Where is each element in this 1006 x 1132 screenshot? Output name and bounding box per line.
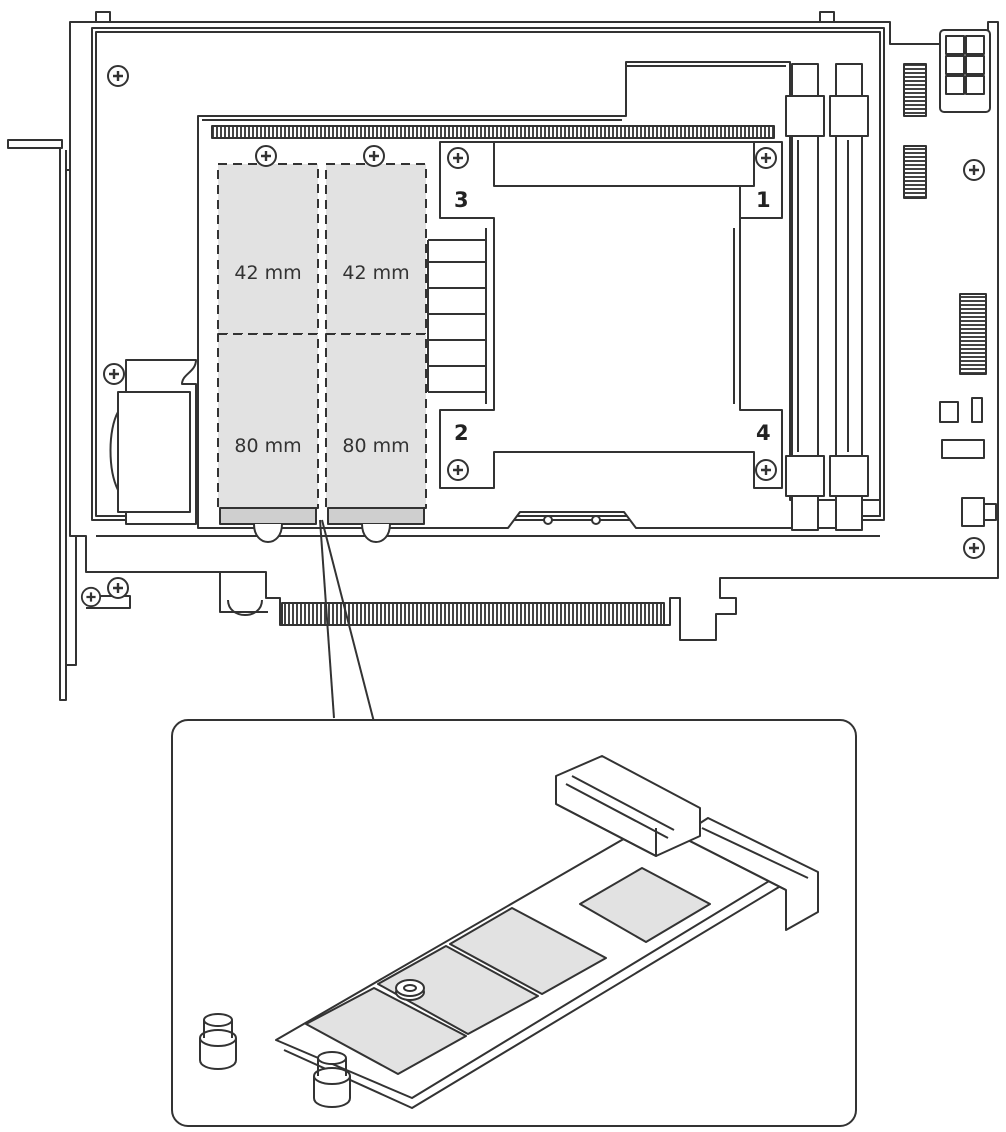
screw-icon xyxy=(395,979,425,1001)
standoff-icon xyxy=(313,1051,351,1108)
screw-icon xyxy=(962,536,986,560)
callout-lines xyxy=(319,519,375,723)
drive-bay xyxy=(427,141,783,489)
screw-icon xyxy=(962,158,986,182)
heatsink-fins xyxy=(427,239,486,393)
screw-icon xyxy=(106,576,130,600)
right-connectors xyxy=(785,63,869,531)
screw-icon xyxy=(80,586,102,608)
screw-icon xyxy=(254,144,278,168)
screw-icon xyxy=(106,64,130,88)
top-connector-strip xyxy=(211,125,775,139)
slot-80mm-right xyxy=(325,333,427,509)
standoff-icon xyxy=(199,1013,237,1070)
corner-label-3: 3 xyxy=(454,188,469,212)
corner-label-2: 2 xyxy=(454,421,469,445)
bay-corner-labels: 3 1 2 4 xyxy=(454,188,771,445)
screw-icon xyxy=(754,458,778,482)
right-headers xyxy=(903,29,997,527)
slot-label-42mm-left: 42 mm xyxy=(234,262,301,284)
corner-label-4: 4 xyxy=(756,421,771,445)
screw-icon xyxy=(102,362,126,386)
pcie-edge-connector xyxy=(281,602,665,626)
screw-icon xyxy=(754,146,778,170)
corner-label-1: 1 xyxy=(756,188,771,212)
slot-label-80mm-left: 80 mm xyxy=(234,435,301,457)
slot-label-42mm-right: 42 mm xyxy=(342,262,409,284)
screw-icon xyxy=(446,146,470,170)
m2-slot-area xyxy=(217,163,427,543)
slot-42mm-right xyxy=(325,163,427,335)
screw-icon xyxy=(362,144,386,168)
slot-42mm-left xyxy=(217,163,319,335)
slot-80mm-left xyxy=(217,333,319,509)
left-cutout xyxy=(109,359,197,525)
m2-connector-right xyxy=(327,507,425,525)
slot-labels: 42 mm 42 mm 80 mm 80 mm xyxy=(234,262,409,457)
pci-bracket xyxy=(7,139,77,701)
slot-label-80mm-right: 80 mm xyxy=(342,435,409,457)
m2-connector-left xyxy=(219,507,317,525)
screw-icon xyxy=(446,458,470,482)
